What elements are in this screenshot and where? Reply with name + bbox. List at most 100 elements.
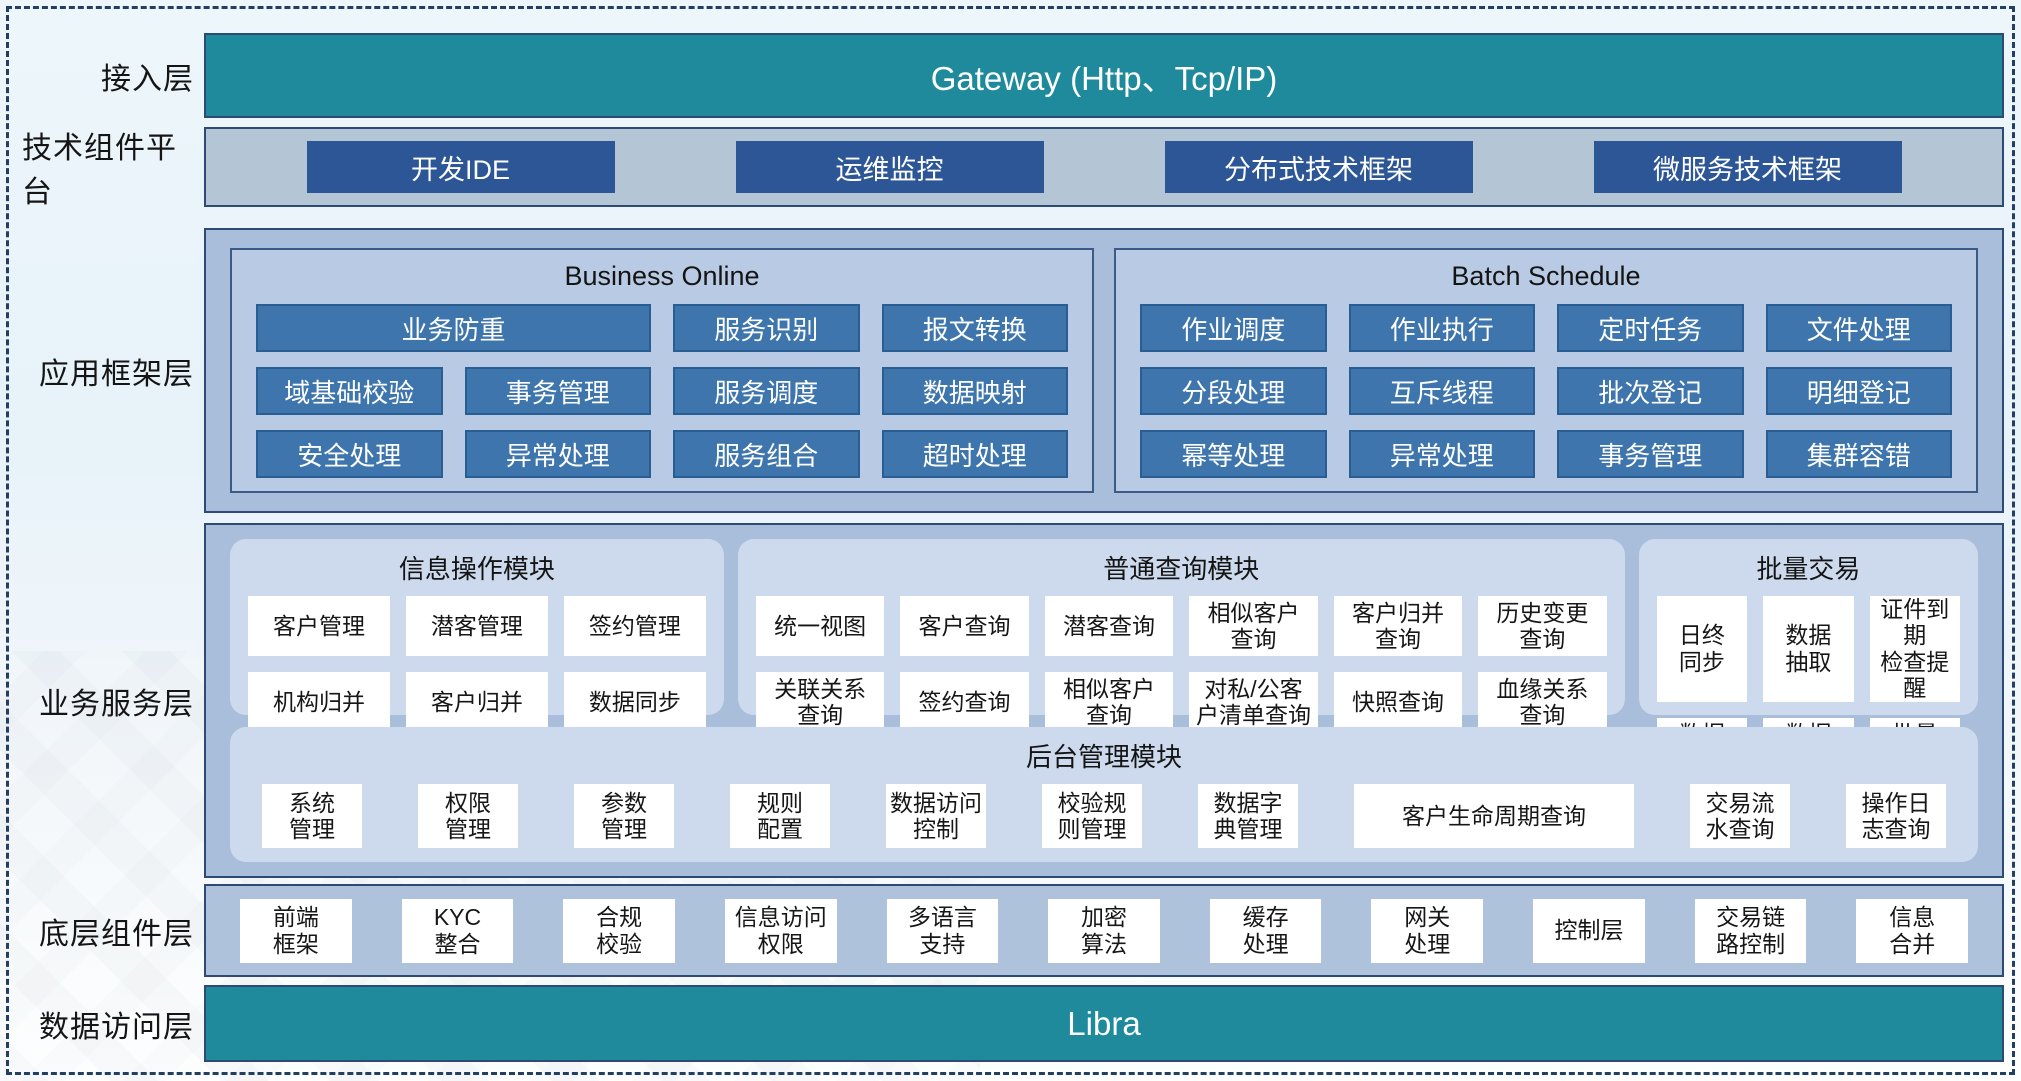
admin-box: 操作日 志查询	[1846, 784, 1946, 848]
layer-label-data-access: 数据访问层	[39, 1010, 194, 1044]
admin-box: 数据访问 控制	[886, 784, 986, 848]
info-operation-module: 信息操作模块 客户管理潜客管理签约管理机构归并客户归并数据同步	[230, 539, 724, 732]
batch-schedule-box: 事务管理	[1557, 430, 1744, 478]
info-operation-box: 客户管理	[248, 596, 390, 656]
batch-trade-box: 数据 抽取	[1763, 596, 1854, 702]
layer-label-app-framework: 应用框架层	[39, 357, 194, 391]
common-query-box: 相似客户 查询	[1044, 672, 1174, 732]
info-operation-module-title: 信息操作模块	[398, 554, 555, 584]
common-query-box: 关联关系 查询	[755, 672, 885, 732]
base-component-box: 前端 框架	[240, 898, 352, 963]
admin-box: 校验规 则管理	[1042, 784, 1142, 848]
business-online-box: 服务调度	[673, 367, 860, 415]
gateway-bar: Gateway (Http、Tcp/IP)	[204, 33, 2004, 118]
tech-component-box: 分布式技术框架	[1164, 141, 1473, 193]
common-query-box: 客户查询	[900, 596, 1029, 656]
business-online-box: 报文转换	[881, 304, 1068, 352]
batch-schedule-box: 互斥线程	[1348, 367, 1535, 415]
batch-trade-box: 证件到期 检查提醒	[1869, 596, 1960, 702]
app-framework-panel: Business Online 业务防重服务识别报文转换域基础校验事务管理服务调…	[204, 228, 2004, 513]
common-query-box: 历史变更 查询	[1478, 596, 1607, 656]
business-online-box: 异常处理	[464, 430, 651, 478]
layer-label-business-service: 业务服务层	[39, 687, 194, 721]
base-component-box: 信息 合并	[1856, 898, 1969, 963]
info-operation-box: 客户归并	[405, 672, 548, 732]
admin-box: 系统 管理	[262, 784, 362, 848]
admin-box: 规则 配置	[730, 784, 830, 848]
tech-platform-panel: 开发IDE 运维监控 分布式技术框架 微服务技术框架	[204, 127, 2004, 207]
tech-component-box: 运维监控	[735, 141, 1044, 193]
batch-schedule-box: 作业执行	[1348, 304, 1535, 352]
common-query-grid: 统一视图客户查询潜客查询相似客户 查询客户归并 查询历史变更 查询关联关系 查询…	[755, 596, 1607, 732]
common-query-box: 潜客查询	[1044, 596, 1174, 656]
info-operation-box: 潜客管理	[405, 596, 548, 656]
batch-schedule-box: 分段处理	[1140, 367, 1327, 415]
batch-schedule-box: 定时任务	[1557, 304, 1744, 352]
libra-bar: Libra	[204, 985, 2004, 1062]
admin-module-row: 系统 管理权限 管理参数 管理规则 配置数据访问 控制校验规 则管理数据字 典管…	[248, 784, 1960, 848]
gateway-bar-label: Gateway (Http、Tcp/IP)	[930, 59, 1278, 97]
business-service-panel: 信息操作模块 客户管理潜客管理签约管理机构归并客户归并数据同步 普通查询模块 统…	[204, 523, 2004, 878]
base-component-box: 缓存 处理	[1209, 898, 1322, 963]
layer-label-tech-platform: 技术组件平台	[22, 132, 177, 209]
info-operation-grid: 客户管理潜客管理签约管理机构归并客户归并数据同步	[248, 596, 706, 732]
admin-module: 后台管理模块 系统 管理权限 管理参数 管理规则 配置数据访问 控制校验规 则管…	[230, 727, 1978, 862]
common-query-module: 普通查询模块 统一视图客户查询潜客查询相似客户 查询客户归并 查询历史变更 查询…	[737, 539, 1625, 732]
base-component-box: 信息访问 权限	[724, 898, 837, 963]
common-query-box: 血缘关系 查询	[1478, 672, 1607, 732]
base-component-box: 网关 处理	[1371, 898, 1484, 963]
business-online-box: 域基础校验	[256, 367, 443, 415]
base-component-box: KYC 整合	[401, 898, 514, 963]
batch-schedule-box: 异常处理	[1348, 430, 1535, 478]
base-component-box: 控制层	[1533, 898, 1645, 963]
business-service-modules-row: 信息操作模块 客户管理潜客管理签约管理机构归并客户归并数据同步 普通查询模块 统…	[230, 539, 1978, 778]
info-operation-box: 签约管理	[563, 596, 706, 656]
admin-module-title: 后台管理模块	[1025, 742, 1182, 772]
common-query-box: 对私/公客 户清单查询	[1189, 672, 1318, 732]
base-component-box: 合规 校验	[563, 898, 675, 963]
batch-schedule-grid: 作业调度作业执行定时任务文件处理分段处理互斥线程批次登记明细登记幂等处理异常处理…	[1140, 304, 1952, 478]
common-query-box: 快照查询	[1333, 672, 1463, 732]
business-online-box: 安全处理	[256, 430, 443, 478]
common-query-module-title: 普通查询模块	[1103, 554, 1260, 584]
common-query-box: 客户归并 查询	[1333, 596, 1463, 656]
common-query-box: 签约查询	[900, 672, 1029, 732]
batch-schedule-box: 作业调度	[1140, 304, 1327, 352]
batch-schedule-box: 幂等处理	[1140, 430, 1327, 478]
business-online-grid: 业务防重服务识别报文转换域基础校验事务管理服务调度数据映射安全处理异常处理服务组…	[256, 304, 1068, 478]
batch-schedule-title: Batch Schedule	[1451, 261, 1641, 291]
base-component-box: 交易链 路控制	[1694, 898, 1807, 963]
business-online-box: 事务管理	[464, 367, 651, 415]
batch-schedule-box: 明细登记	[1765, 367, 1952, 415]
batch-schedule-box: 集群容错	[1765, 430, 1952, 478]
business-online-box: 数据映射	[881, 367, 1068, 415]
base-component-box: 多语言 支持	[886, 898, 999, 963]
business-online-panel: Business Online 业务防重服务识别报文转换域基础校验事务管理服务调…	[230, 248, 1094, 493]
batch-schedule-box: 文件处理	[1765, 304, 1952, 352]
admin-box: 参数 管理	[574, 784, 674, 848]
tech-component-box: 微服务技术框架	[1593, 141, 1902, 193]
batch-trade-box: 日终 同步	[1656, 596, 1748, 702]
layer-label-access: 接入层	[101, 62, 194, 96]
business-online-title: Business Online	[564, 261, 760, 291]
info-operation-box: 机构归并	[248, 672, 390, 732]
common-query-box: 相似客户 查询	[1189, 596, 1318, 656]
batch-trade-module-title: 批量交易	[1756, 554, 1861, 584]
batch-schedule-panel: Batch Schedule 作业调度作业执行定时任务文件处理分段处理互斥线程批…	[1114, 248, 1978, 493]
business-online-box: 超时处理	[881, 430, 1068, 478]
libra-bar-label: Libra	[1067, 1004, 1141, 1042]
business-online-box: 业务防重	[256, 304, 651, 352]
admin-box: 权限 管理	[418, 784, 518, 848]
admin-box: 数据字 典管理	[1198, 784, 1298, 848]
business-online-box: 服务识别	[673, 304, 860, 352]
business-online-box: 服务组合	[673, 430, 860, 478]
common-query-box: 统一视图	[755, 596, 885, 656]
admin-box: 交易流 水查询	[1690, 784, 1790, 848]
tech-component-box: 开发IDE	[306, 141, 615, 193]
info-operation-box: 数据同步	[563, 672, 706, 732]
admin-box: 客户生命周期查询	[1354, 784, 1634, 848]
batch-schedule-box: 批次登记	[1557, 367, 1744, 415]
